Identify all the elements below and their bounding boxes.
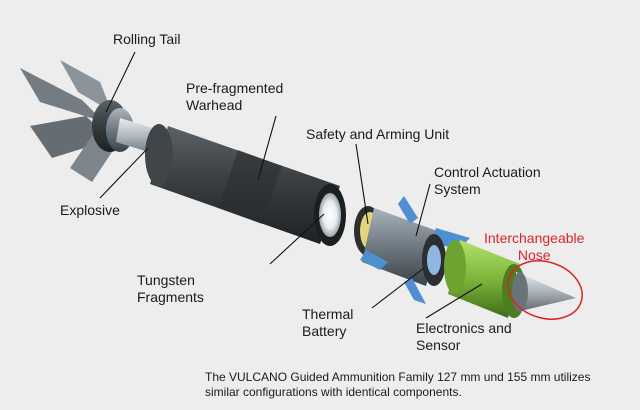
label-interchangeable-nose: Interchangeable Nose <box>484 230 584 264</box>
label-control-actuation: Control Actuation System <box>434 164 541 198</box>
leader-electronics <box>425 283 483 319</box>
label-safety-arming: Safety and Arming Unit <box>306 126 450 142</box>
warhead-cylinder <box>145 124 346 246</box>
leader-safety-arming <box>355 143 369 225</box>
warhead-rear-face <box>145 124 173 186</box>
label-control-line1: Control Actuation <box>434 164 541 180</box>
fin-bottom <box>404 278 426 304</box>
rolling-tail <box>20 60 134 182</box>
label-thermal-battery: Thermal Battery <box>302 306 353 340</box>
label-thermal-line2: Battery <box>302 323 347 339</box>
label-explosive: Explosive <box>60 202 120 218</box>
label-electronics-line1: Electronics and <box>416 320 512 336</box>
label-control-line2: System <box>434 181 481 197</box>
nose-base <box>512 272 528 312</box>
label-tungsten-line1: Tungsten <box>137 272 195 288</box>
label-tungsten-line2: Fragments <box>137 289 204 305</box>
label-thermal-line1: Thermal <box>302 306 354 322</box>
tail-fin-left <box>20 68 104 122</box>
leader-control <box>415 183 431 237</box>
leader-rolling-tail <box>105 51 136 113</box>
label-tungsten-fragments: Tungsten Fragments <box>137 272 204 306</box>
nose-cone <box>507 260 583 320</box>
tail-fin-bottom <box>30 116 110 158</box>
leader-explosive <box>99 147 149 199</box>
label-warhead-line2: Warhead <box>186 97 243 113</box>
caption: The VULCANO Guided Ammunition Family 127… <box>205 370 625 400</box>
electronics-body <box>448 240 520 318</box>
label-electronics-sensor: Electronics and Sensor <box>416 320 512 354</box>
leader-thermal <box>371 267 425 309</box>
leader-lines <box>99 51 483 319</box>
tail-fin-top <box>60 60 112 112</box>
control-section <box>354 196 470 304</box>
caption-line1: The VULCANO Guided Ammunition Family 127… <box>205 370 591 384</box>
nose-body <box>516 272 576 312</box>
fin-top <box>398 196 418 224</box>
label-rolling-tail: Rolling Tail <box>113 31 181 47</box>
caption-line2: similar configurations with identical co… <box>205 385 462 399</box>
leader-tungsten <box>269 213 325 265</box>
electronics-rear-face <box>444 240 466 294</box>
leader-warhead <box>257 115 277 181</box>
nose-highlight-circle <box>507 260 583 320</box>
fin-left <box>360 250 388 270</box>
tungsten-fragments <box>319 193 341 237</box>
label-electronics-line2: Sensor <box>416 337 461 353</box>
thermal-battery <box>427 245 441 275</box>
label-nose-line1: Interchangeable <box>484 230 585 246</box>
label-warhead-line1: Pre-fragmented <box>186 80 284 96</box>
label-nose-line2: Nose <box>517 247 551 263</box>
label-warhead: Pre-fragmented Warhead <box>186 80 283 114</box>
warhead-band <box>218 150 282 224</box>
